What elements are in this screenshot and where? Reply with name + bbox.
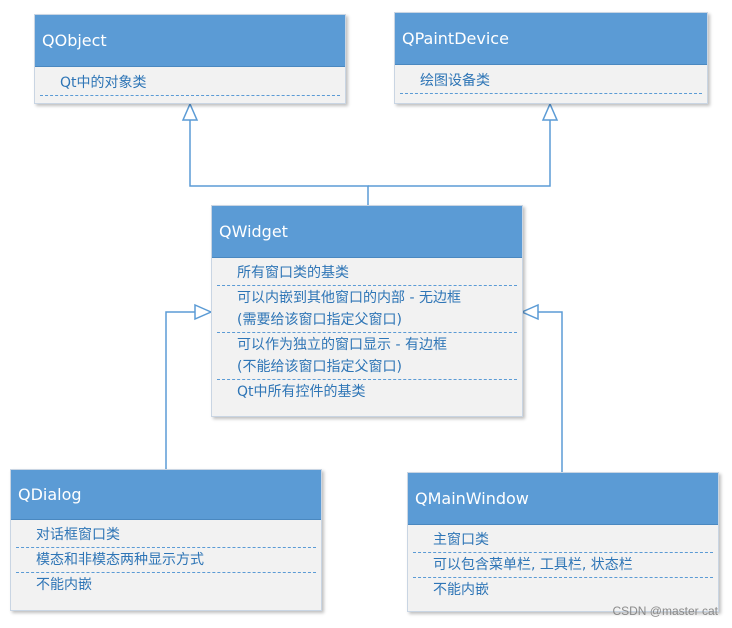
class-qwidget: QWidget 所有窗口类的基类 可以内嵌到其他窗口的内部 - 无边框 (需要给… — [211, 205, 523, 417]
watermark: CSDN @master cat — [612, 604, 718, 618]
class-qobject: QObject Qt中的对象类 — [34, 14, 346, 104]
class-item-line: (不能给该窗口指定父窗口) — [237, 359, 402, 375]
class-qmainwindow-title: QMainWindow — [408, 473, 718, 525]
class-item-line: 可以作为独立的窗口显示 - 有边框 — [237, 337, 447, 353]
class-qwidget-title: QWidget — [212, 206, 522, 258]
class-qobject-title: QObject — [35, 15, 345, 67]
class-item: 不能内嵌 — [433, 582, 489, 598]
arrowhead-qwidget-right — [520, 303, 539, 321]
class-item: 可以内嵌到其他窗口的内部 - 无边框 (需要给该窗口指定父窗口) — [217, 286, 517, 333]
arrowhead-qobject — [181, 102, 199, 121]
class-item: Qt中所有控件的基类 — [217, 380, 517, 404]
class-item-line: Qt中所有控件的基类 — [237, 384, 366, 400]
class-item-line: (需要给该窗口指定父窗口) — [237, 312, 402, 328]
edge-qwidget-to-qobject — [189, 104, 369, 205]
class-item: 主窗口类 — [413, 528, 713, 553]
class-item: 可以作为独立的窗口显示 - 有边框 (不能给该窗口指定父窗口) — [217, 333, 517, 380]
edge-qwidget-to-qpaintdevice — [368, 104, 551, 187]
class-item: Qt中的对象类 — [40, 71, 340, 96]
class-qdialog-title: QDialog — [11, 470, 321, 520]
edge-qmainwindow-to-qwidget — [522, 311, 563, 472]
class-item: 绘图设备类 — [400, 69, 702, 94]
class-item-line: 可以内嵌到其他窗口的内部 - 无边框 — [237, 290, 461, 306]
class-item: 对话框窗口类 — [16, 523, 316, 548]
edge-qdialog-to-qwidget — [165, 311, 211, 469]
class-item: 模态和非模态两种显示方式 — [16, 548, 316, 573]
class-qdialog: QDialog 对话框窗口类 模态和非模态两种显示方式 不能内嵌 — [10, 469, 322, 611]
class-item: 所有窗口类的基类 — [217, 261, 517, 286]
class-qmainwindow: QMainWindow 主窗口类 可以包含菜单栏, 工具栏, 状态栏 不能内嵌 — [407, 472, 719, 612]
class-item: 可以包含菜单栏, 工具栏, 状态栏 — [413, 553, 713, 578]
class-item: 不能内嵌 — [36, 577, 92, 593]
class-qpaintdevice-title: QPaintDevice — [395, 13, 707, 65]
class-qpaintdevice: QPaintDevice 绘图设备类 — [394, 12, 708, 104]
arrowhead-qwidget-left — [194, 303, 213, 321]
class-item-line: 所有窗口类的基类 — [237, 265, 349, 281]
arrowhead-qpaintdevice — [541, 102, 559, 121]
